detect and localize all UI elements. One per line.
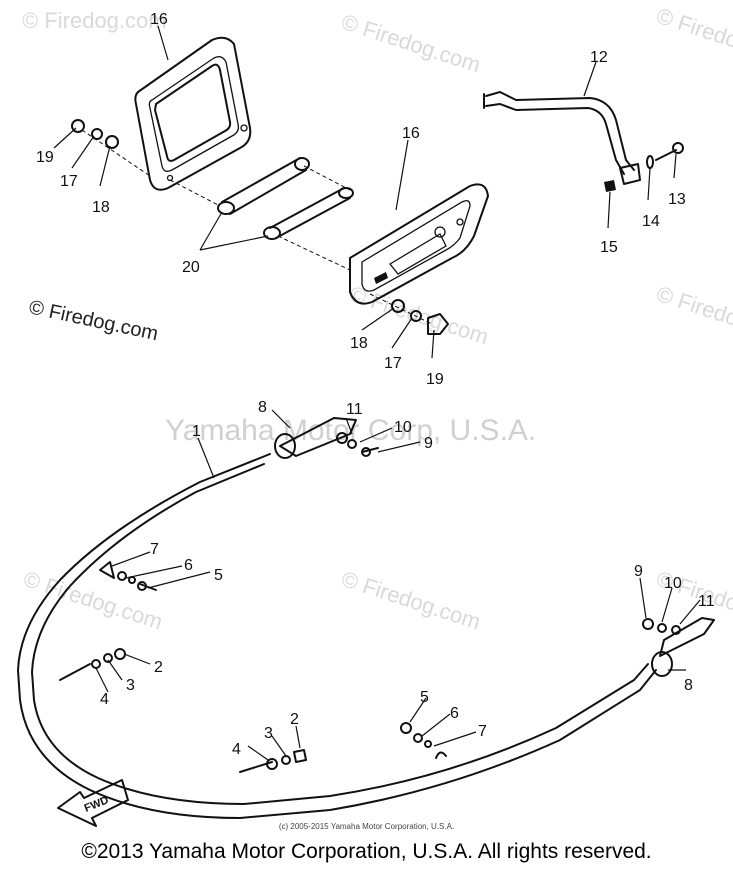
callout-label: 12 [590,49,608,66]
callout-label: 10 [664,575,682,592]
callout-labels: 16 16 12 19 17 18 13 14 15 20 18 17 19 8… [36,11,715,758]
watermark-firedog: © Firedog.com [22,8,167,33]
sleeve-8-right [642,617,715,677]
watermark-layer: © Firedog.com © Firedog.com © Firedog.co… [20,3,733,634]
hardware-17-18-19-right [369,293,449,335]
callout-label: 9 [634,563,643,580]
sleeve-8-top [274,417,379,459]
watermark-firedog: © Firedog.com [653,3,733,71]
callout-label: 5 [214,567,223,584]
callout-label: 18 [92,199,110,216]
callout-label: 17 [60,173,78,190]
watermark-firedog: © Firedog.com [338,566,483,634]
hardware-2-3-4-bottom [239,749,307,773]
callout-label: 7 [478,723,487,740]
callout-label: 4 [100,691,109,708]
callout-label: 10 [394,419,412,436]
callout-label: 13 [668,191,686,208]
callout-label: 8 [684,677,693,694]
hardware-13-14-15 [604,142,684,192]
callout-label: 11 [698,593,715,610]
guard-tube-1 [17,453,657,819]
callout-label: 2 [290,711,299,728]
callout-label: 15 [600,239,618,256]
leader-lines [53,25,701,761]
callout-label: 19 [36,149,54,166]
watermark-firedog: © Firedog.com [20,566,165,634]
callout-label: 3 [264,725,273,742]
callout-label: 18 [350,335,368,352]
callout-label: 19 [426,371,444,388]
callout-label: 6 [184,557,193,574]
hardware-17-18-19-left [71,119,151,177]
bracket-16-left [134,36,252,191]
small-copyright: (c) 2005-2015 Yamaha Motor Corporation, … [278,822,455,831]
hardware-2-3-4-left [59,648,126,681]
bracket-16-right [349,183,489,305]
callout-label: 5 [420,689,429,706]
callout-label: 17 [384,355,402,372]
callout-label: 8 [258,399,267,416]
callout-label: 2 [154,659,163,676]
watermark-firedog: © Firedog.com [653,281,733,349]
callout-label: 14 [642,213,660,230]
fwd-arrow-icon: FWD [57,779,129,827]
callout-label: 1 [192,423,201,440]
callout-label: 7 [150,541,159,558]
handle-12 [483,91,641,185]
callout-label: 11 [346,401,363,418]
watermark-firedog-dark: © Firedog.com [27,296,160,345]
copyright-footer: ©2013 Yamaha Motor Corporation, U.S.A. A… [81,840,652,863]
hardware-5-6-7-bottom [400,722,447,759]
callout-label: 3 [126,677,135,694]
callout-label: 4 [232,741,241,758]
callout-label: 6 [450,705,459,722]
callout-label: 16 [150,11,168,28]
callout-label: 20 [182,259,200,276]
callout-label: 16 [402,125,420,142]
watermark-firedog: © Firedog.com [338,9,483,77]
callout-label: 9 [424,435,433,452]
hardware-5-6-7-left [99,561,157,591]
spacer-rods-20 [169,157,354,271]
